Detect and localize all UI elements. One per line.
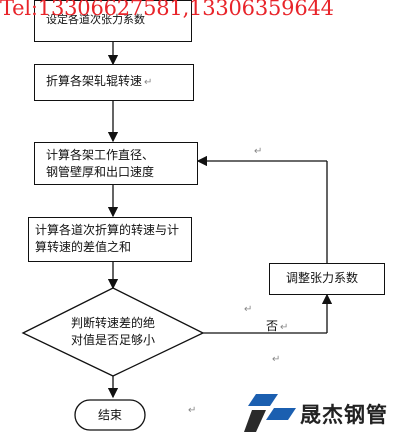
return-mark: ↵ xyxy=(244,304,253,315)
decision-diamond xyxy=(21,287,205,377)
end-terminator xyxy=(74,399,146,431)
return-mark: ↵ xyxy=(188,405,197,416)
step-calc-diff-line1: 计算各道次折算的转速与计 xyxy=(35,223,180,237)
return-mark: ↵ xyxy=(272,354,281,365)
step-set-tension-text: 设定各道次张力系数 xyxy=(46,13,145,26)
step-adjust-tension-text: 调整张力系数 xyxy=(286,271,359,285)
step-adjust-tension: 调整张力系数 xyxy=(269,263,385,295)
step-calc-params-line2: 钢管壁厚和出口速度 xyxy=(46,165,155,179)
logo-text: 晟杰钢管 xyxy=(300,403,388,427)
step-calc-params-line1: 计算各架工作直径、 xyxy=(46,148,155,162)
no-label-text: 否 xyxy=(266,319,279,333)
decision-line2: 对值是否足够小 xyxy=(70,333,155,347)
step-calc-params: 计算各架工作直径、 钢管壁厚和出口速度 xyxy=(34,142,198,185)
step-calc-diff-line2: 算转速的差值之和 xyxy=(35,240,132,254)
return-mark: ↵ xyxy=(254,146,263,157)
logo-mark-icon xyxy=(244,394,296,432)
step-convert-speed-text: 折算各架轧辊转速 xyxy=(46,74,143,88)
end-text: 结束 xyxy=(97,408,122,422)
step-convert-speed: 折算各架轧辊转速↵ xyxy=(34,64,194,101)
step-set-tension: 设定各道次张力系数 xyxy=(34,0,192,42)
no-label: 否↵ xyxy=(266,317,288,334)
return-mark: ↵ xyxy=(280,322,289,333)
decision-text: 判断转速差的绝 对值是否足够小 xyxy=(60,315,166,349)
return-mark: ↵ xyxy=(144,77,153,88)
logo: 晟杰钢管 xyxy=(244,392,404,434)
decision-line1: 判断转速差的绝 xyxy=(70,316,155,330)
watermark-phone: Tel:13306627581,13306359644 xyxy=(0,0,334,20)
step-calc-diff: 计算各道次折算的转速与计 算转速的差值之和 xyxy=(28,217,192,262)
